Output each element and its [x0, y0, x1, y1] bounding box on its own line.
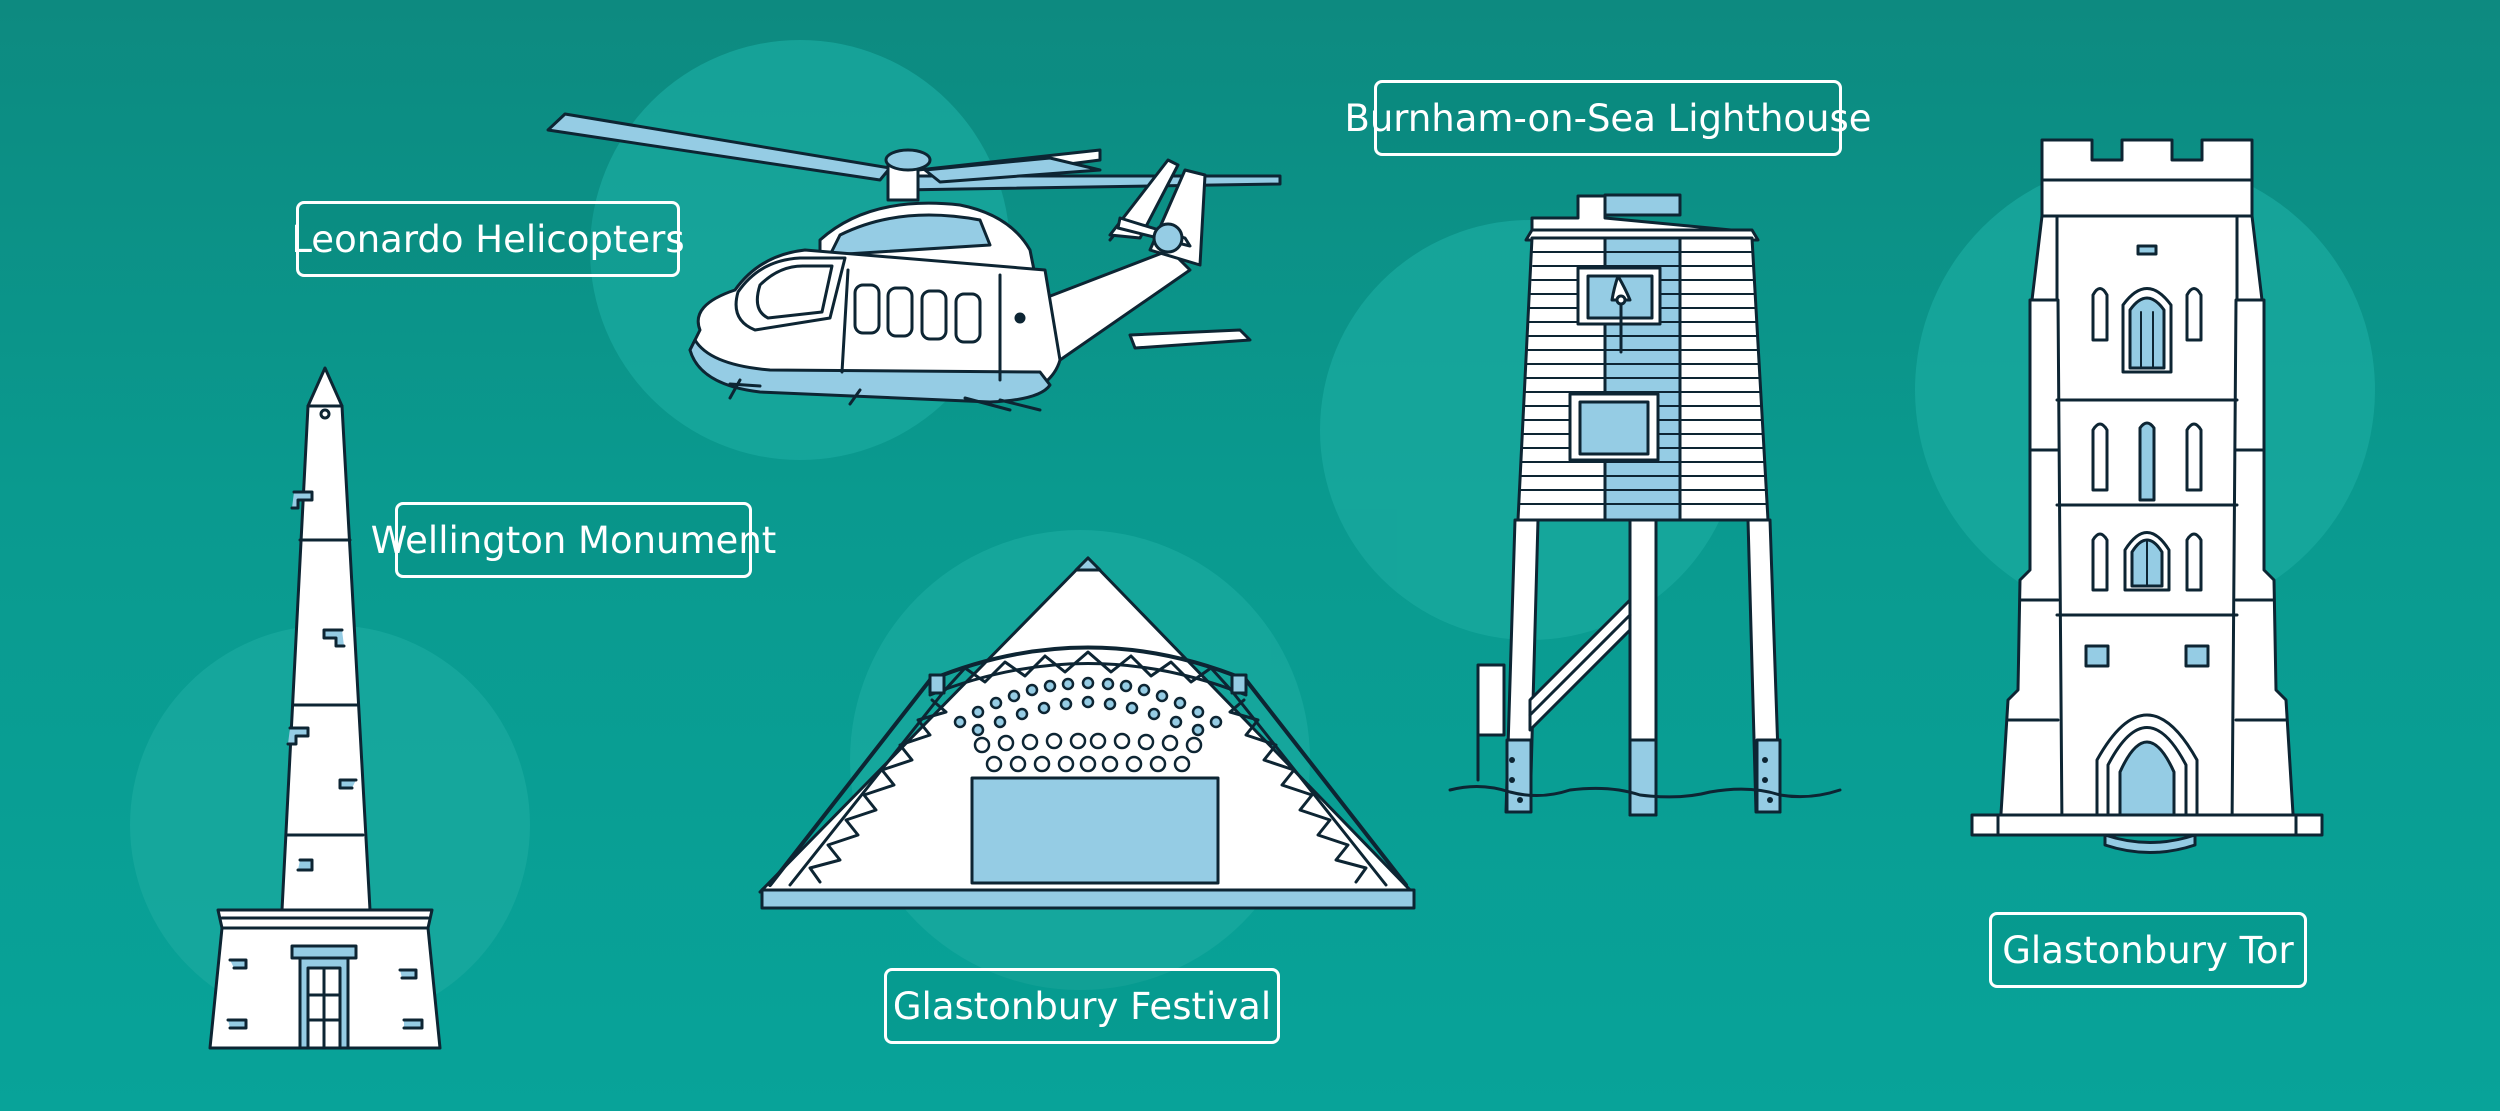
monument-illustration: [208, 366, 442, 1050]
helicopter-illustration: [546, 112, 1282, 412]
lighthouse-illustration: [1448, 193, 1842, 817]
label-wellington-monument: Wellington Monument: [371, 502, 776, 578]
label-glastonbury-tor: Glastonbury Tor: [1989, 912, 2307, 988]
festival-illustration: [758, 556, 1416, 910]
tor-illustration: [1970, 138, 2324, 854]
label-burnham-lighthouse: Burnham-on-Sea Lighthouse: [1344, 80, 1872, 156]
label-leonardo-helicopters: Leonardo Helicopters: [291, 201, 685, 277]
label-glastonbury-festival: Glastonbury Festival: [884, 968, 1280, 1044]
